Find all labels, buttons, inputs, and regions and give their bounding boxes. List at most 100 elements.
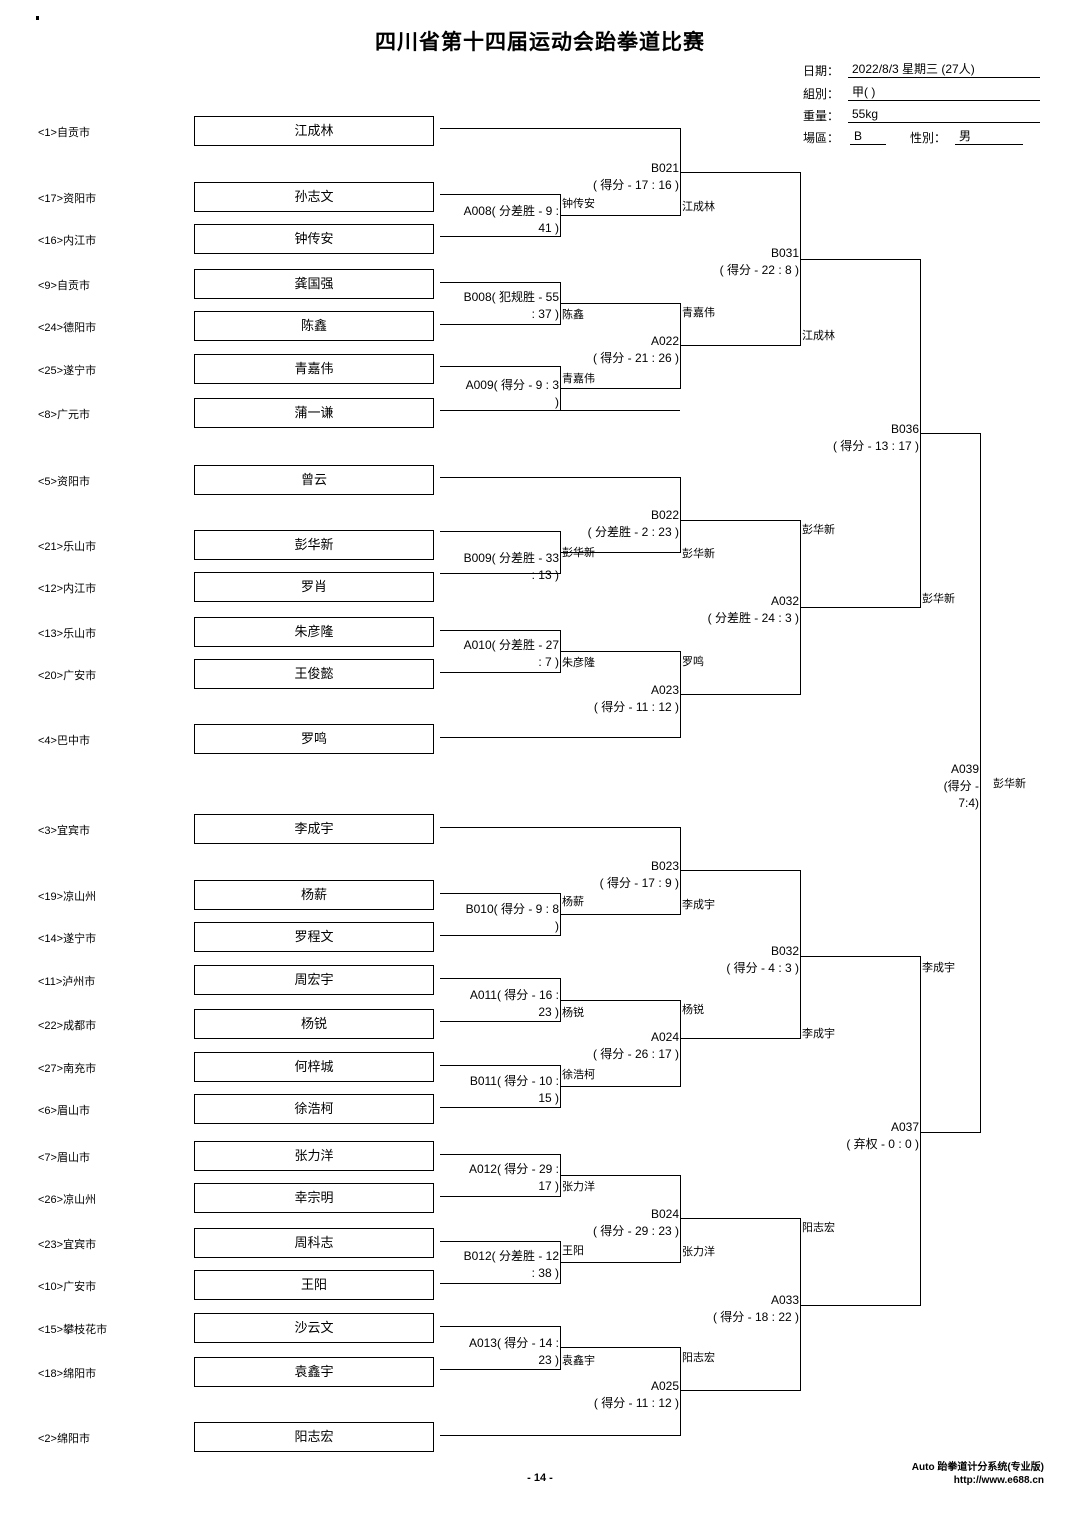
seed-label: <22>成都市 bbox=[38, 1020, 97, 1032]
bracket-line bbox=[440, 236, 560, 237]
match-result: A024 ( 得分 - 26 : 17 ) bbox=[592, 1030, 679, 1061]
match-result: A033 ( 得分 - 18 : 22 ) bbox=[712, 1293, 799, 1324]
seed-label: <8>广元市 bbox=[38, 409, 90, 421]
date-value: 2022/8/3 星期三 (27人) bbox=[848, 62, 1040, 78]
competitor-box: 张力洋 bbox=[194, 1141, 434, 1171]
bracket-line bbox=[440, 531, 560, 532]
competitor-box: 阳志宏 bbox=[194, 1422, 434, 1452]
bracket-line bbox=[440, 1107, 560, 1108]
bracket-line bbox=[440, 366, 560, 367]
bracket-line bbox=[680, 345, 800, 346]
match-result: A008( 分差胜 - 9 : 41 ) bbox=[463, 204, 559, 235]
bracket-line bbox=[440, 194, 560, 195]
bracket-line bbox=[680, 1218, 800, 1219]
seed-label: <13>乐山市 bbox=[38, 628, 97, 640]
bracket-line bbox=[800, 1218, 801, 1391]
bracket-line bbox=[440, 630, 560, 631]
bracket-line bbox=[680, 827, 681, 915]
seed-label: <4>巴中市 bbox=[38, 735, 90, 747]
winner-name: 江成林 bbox=[682, 201, 715, 213]
seed-label: <7>眉山市 bbox=[38, 1152, 90, 1164]
competitor-box: 青嘉伟 bbox=[194, 354, 434, 384]
bracket-line bbox=[560, 1086, 680, 1087]
bracket-line bbox=[440, 827, 680, 828]
bracket-line bbox=[800, 259, 920, 260]
competitor-box: 何梓城 bbox=[194, 1052, 434, 1082]
seed-label: <9>自贡市 bbox=[38, 280, 90, 292]
bracket-line bbox=[560, 1000, 680, 1001]
winner-name: 朱彦隆 bbox=[562, 657, 595, 669]
seed-label: <11>泸州市 bbox=[38, 976, 96, 988]
winner-name: 彭华新 bbox=[562, 547, 595, 559]
competitor-box: 罗肖 bbox=[194, 572, 434, 602]
winner-name: 罗鸣 bbox=[682, 656, 704, 668]
bracket-line bbox=[440, 1154, 560, 1155]
bracket-line bbox=[560, 1262, 680, 1263]
bracket-line bbox=[680, 1347, 681, 1436]
seed-label: <2>绵阳市 bbox=[38, 1433, 90, 1445]
bracket-line bbox=[440, 935, 560, 936]
bracket-line bbox=[440, 128, 680, 129]
competitor-box: 罗程文 bbox=[194, 922, 434, 952]
competitor-box: 王俊懿 bbox=[194, 659, 434, 689]
competitor-box: 幸宗明 bbox=[194, 1183, 434, 1213]
winner-name: 李成宇 bbox=[682, 899, 715, 911]
match-result: B010( 得分 - 9 : 8 ) bbox=[465, 902, 559, 933]
match-result: B031 ( 得分 - 22 : 8 ) bbox=[719, 246, 799, 277]
winner-name: 张力洋 bbox=[562, 1181, 595, 1193]
competitor-box: 周宏宇 bbox=[194, 965, 434, 995]
bracket-line bbox=[440, 1196, 560, 1197]
competitor-box: 钟传安 bbox=[194, 224, 434, 254]
seed-label: <1>自贡市 bbox=[38, 127, 90, 139]
match-result: A009( 得分 - 9 : 3 ) bbox=[465, 378, 559, 409]
bracket-line bbox=[440, 893, 560, 894]
bracket-line bbox=[440, 978, 560, 979]
seed-label: <3>宜宾市 bbox=[38, 825, 90, 837]
area-label: 場區： bbox=[803, 131, 840, 145]
winner-name: 彭华新 bbox=[922, 593, 955, 605]
competitor-box: 周科志 bbox=[194, 1228, 434, 1258]
competitor-box: 孙志文 bbox=[194, 182, 434, 212]
match-result: A037 ( 弃权 - 0 : 0 ) bbox=[846, 1120, 919, 1151]
bracket-line bbox=[560, 388, 680, 389]
winner-name: 青嘉伟 bbox=[682, 307, 715, 319]
match-result: A012( 得分 - 29 : 17 ) bbox=[468, 1162, 559, 1193]
match-result: A013( 得分 - 14 : 23 ) bbox=[468, 1336, 559, 1367]
match-result: A010( 分差胜 - 27 : 7 ) bbox=[463, 638, 559, 669]
winner-name: 杨锐 bbox=[562, 1007, 584, 1019]
area-value: B bbox=[850, 129, 886, 145]
winner-name: 青嘉伟 bbox=[562, 373, 595, 385]
winner-name: 李成宇 bbox=[802, 1028, 835, 1040]
seed-label: <17>资阳市 bbox=[38, 193, 97, 205]
competitor-box: 徐浩柯 bbox=[194, 1094, 434, 1124]
bracket-line bbox=[920, 956, 921, 1306]
winner-name: 阳志宏 bbox=[802, 1222, 835, 1234]
match-result: A032 ( 分差胜 - 24 : 3 ) bbox=[707, 594, 799, 625]
bracket-line bbox=[440, 477, 680, 478]
bracket-line bbox=[560, 552, 680, 553]
match-result: B011( 得分 - 10 : 15 ) bbox=[469, 1074, 559, 1105]
winner-name: 钟传安 bbox=[562, 198, 595, 210]
weight-label: 重量： bbox=[803, 109, 840, 123]
winner-name: 张力洋 bbox=[682, 1246, 715, 1258]
bracket-line bbox=[440, 1241, 560, 1242]
bracket-line bbox=[980, 433, 981, 1133]
winner-name: 徐浩柯 bbox=[562, 1069, 595, 1081]
bracket-line bbox=[440, 1065, 560, 1066]
match-result: B022 ( 分差胜 - 2 : 23 ) bbox=[587, 508, 679, 539]
gender-value: 男 bbox=[955, 129, 1023, 145]
match-result: B032 ( 得分 - 4 : 3 ) bbox=[726, 944, 799, 975]
winner-name: 彭华新 bbox=[802, 524, 835, 536]
bracket-line bbox=[440, 324, 560, 325]
bracket-line bbox=[560, 303, 680, 304]
bracket-line bbox=[800, 1305, 920, 1306]
bracket-line bbox=[800, 870, 801, 1039]
competitor-box: 江成林 bbox=[194, 116, 434, 146]
group-label: 組別： bbox=[803, 87, 840, 101]
competitor-box: 蒲一谦 bbox=[194, 398, 434, 428]
software-name: Auto 跆拳道计分系统(专业版) bbox=[911, 1462, 1044, 1473]
weight-value: 55kg bbox=[848, 107, 1040, 123]
bracket-line bbox=[560, 1347, 680, 1348]
bracket-line bbox=[680, 303, 681, 389]
